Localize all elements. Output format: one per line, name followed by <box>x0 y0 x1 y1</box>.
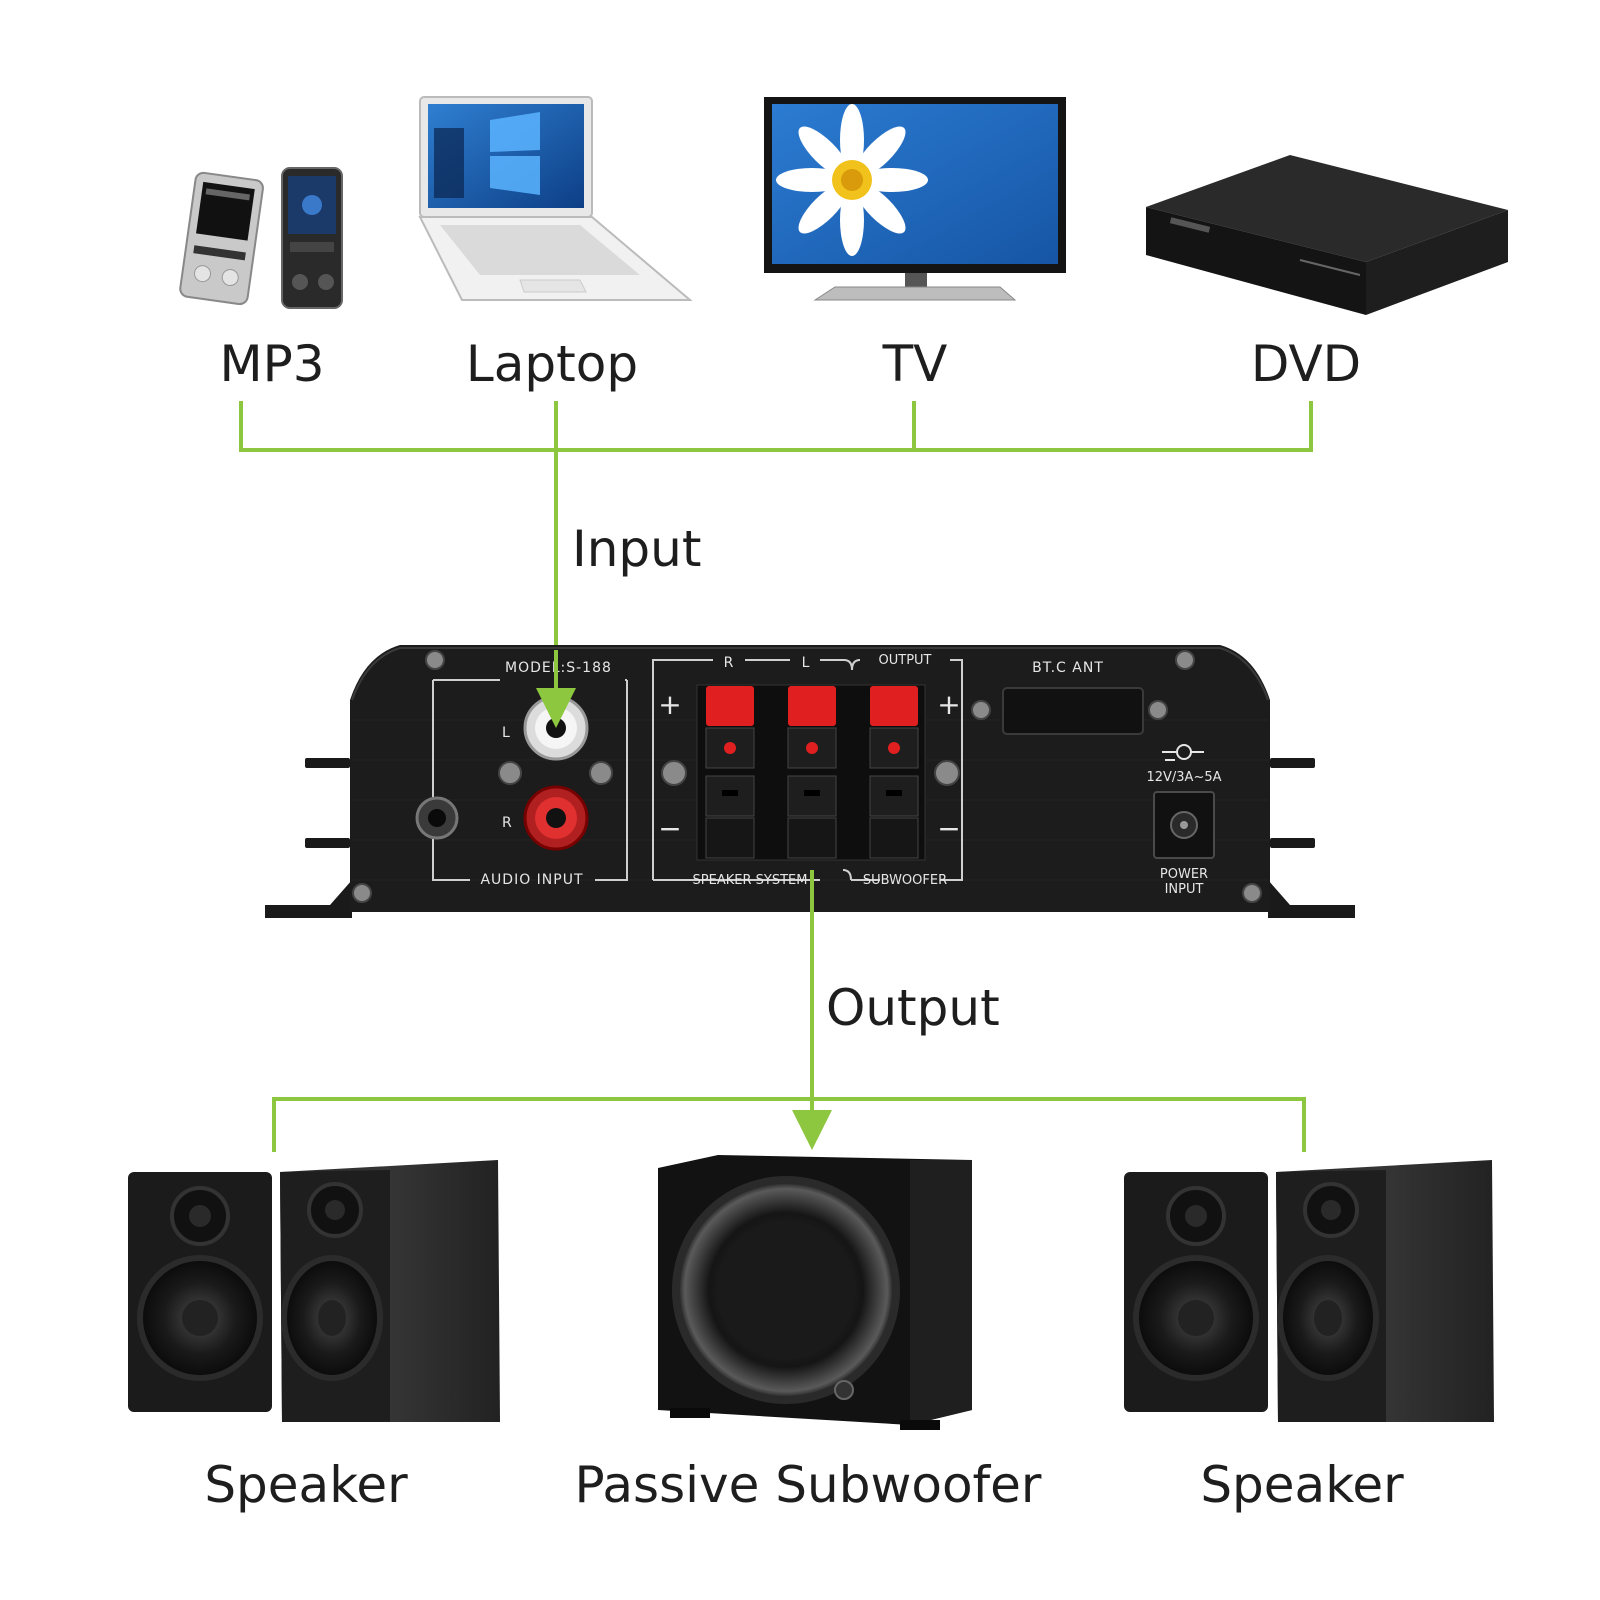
panel-screws <box>352 650 1262 903</box>
right-speaker-pair-icon <box>1124 1160 1494 1422</box>
amplifier-panel: MODEL:S-188 AUDIO INPUT L R R <box>265 645 1355 918</box>
speaker-system-label: SPEAKER SYSTEM <box>693 873 808 888</box>
input-power-label: INPUT <box>1165 882 1204 897</box>
aux-3-5mm-jack[interactable] <box>415 796 459 840</box>
model-label: MODEL:S-188 <box>505 660 612 676</box>
minus-left-label: − <box>658 812 681 845</box>
bt-antenna-slot <box>1002 687 1144 735</box>
speaker-left-label: Speaker <box>204 1456 408 1514</box>
laptop-icon <box>418 96 693 301</box>
speaker-terminals[interactable] <box>705 686 919 859</box>
subwoofer-icon <box>658 1155 972 1430</box>
rca-right-jack[interactable] <box>523 785 589 851</box>
subwoofer-label: Passive Subwoofer <box>575 1456 1042 1514</box>
laptop-label: Laptop <box>466 335 638 393</box>
input-label: Input <box>572 520 701 578</box>
tv-icon <box>764 97 1066 301</box>
tv-label: TV <box>882 335 948 393</box>
output-label: Output <box>826 979 1000 1037</box>
speaker-l-label: L <box>802 655 811 671</box>
mp3-label: MP3 <box>219 335 324 393</box>
mp3-player-icon <box>179 167 343 309</box>
dvd-player-icon <box>1146 155 1508 315</box>
speaker-r-label: R <box>724 655 735 671</box>
channel-l-label: L <box>502 725 511 741</box>
channel-r-label: R <box>502 815 513 831</box>
plus-right-label: + <box>937 688 960 721</box>
power-label: POWER <box>1160 867 1208 882</box>
minus-right-label: − <box>937 812 960 845</box>
power-rating-label: 12V/3A~5A <box>1146 770 1221 785</box>
dvd-label: DVD <box>1251 335 1361 393</box>
bt-antenna-label: BT.C ANT <box>1032 660 1104 676</box>
power-jack[interactable] <box>1153 791 1215 859</box>
daisy-flower-icon <box>776 104 928 256</box>
audio-input-label: AUDIO INPUT <box>480 872 583 888</box>
output-connector-lines <box>272 870 1306 1152</box>
left-speaker-pair-icon <box>128 1160 500 1422</box>
dc-polarity-icon <box>1162 744 1204 761</box>
subwoofer-panel-label: SUBWOOFER <box>863 873 947 888</box>
output-panel-label: OUTPUT <box>879 653 932 668</box>
plus-left-label: + <box>658 688 681 721</box>
speaker-right-label: Speaker <box>1200 1456 1404 1514</box>
